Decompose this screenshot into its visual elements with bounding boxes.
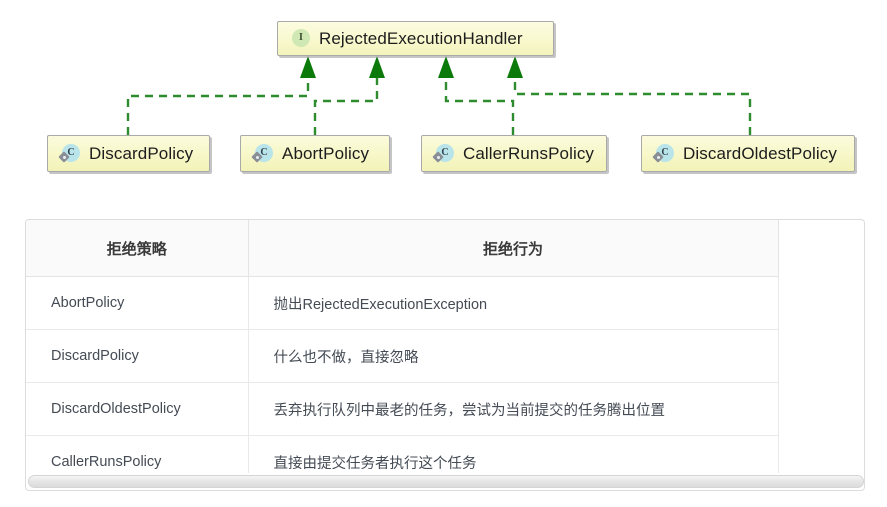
realization-arrowheads bbox=[300, 56, 523, 78]
cell-behavior: 什么也不做，直接忽略 bbox=[248, 329, 779, 383]
uml-class-diagram: I RejectedExecutionHandler C DiscardPoli… bbox=[0, 0, 887, 200]
class-icon: C bbox=[251, 143, 273, 164]
uml-node-label: AbortPolicy bbox=[282, 144, 370, 163]
uml-node-label: DiscardPolicy bbox=[89, 144, 194, 163]
scrollbar-thumb[interactable] bbox=[28, 474, 864, 488]
interface-icon: I bbox=[290, 28, 310, 49]
uml-connector-lines bbox=[126, 56, 752, 135]
table-row: DiscardOldestPolicy 丢弃执行队列中最老的任务，尝试为当前提交… bbox=[26, 382, 779, 436]
key-hole-glyph bbox=[256, 155, 259, 159]
class-icon: C bbox=[58, 143, 80, 164]
cell-behavior: 丢弃执行队列中最老的任务，尝试为当前提交的任务腾出位置 bbox=[248, 382, 779, 436]
uml-node-label: DiscardOldestPolicy bbox=[683, 144, 838, 163]
column-header-policy: 拒绝策略 bbox=[26, 220, 249, 277]
key-hole-glyph bbox=[437, 155, 440, 159]
cell-policy: DiscardPolicy bbox=[26, 329, 249, 383]
class-icon: C bbox=[432, 143, 454, 164]
policy-table-panel: 拒绝策略 拒绝行为 AbortPolicy 抛出RejectedExecutio… bbox=[25, 219, 865, 491]
uml-node-label: CallerRunsPolicy bbox=[463, 144, 595, 163]
cell-behavior: 抛出RejectedExecutionException bbox=[248, 276, 779, 330]
cell-policy: AbortPolicy bbox=[26, 276, 249, 330]
table-row: DiscardPolicy 什么也不做，直接忽略 bbox=[26, 329, 779, 383]
uml-node-caller-runs-policy[interactable]: C CallerRunsPolicy bbox=[421, 135, 607, 172]
uml-node-discard-oldest-policy[interactable]: C DiscardOldestPolicy bbox=[641, 135, 855, 172]
table-row: AbortPolicy 抛出RejectedExecutionException bbox=[26, 276, 779, 330]
rejection-policy-table: 拒绝策略 拒绝行为 AbortPolicy 抛出RejectedExecutio… bbox=[26, 220, 779, 488]
key-hole-glyph bbox=[63, 155, 66, 159]
uml-node-label: RejectedExecutionHandler bbox=[319, 29, 523, 48]
uml-node-discard-policy[interactable]: C DiscardPolicy bbox=[47, 135, 210, 172]
key-hole-glyph bbox=[657, 155, 660, 159]
class-icon: C bbox=[652, 143, 674, 164]
column-header-behavior: 拒绝行为 bbox=[248, 220, 779, 277]
horizontal-scrollbar[interactable] bbox=[27, 473, 864, 489]
uml-node-interface[interactable]: I RejectedExecutionHandler bbox=[277, 21, 554, 56]
cell-policy: DiscardOldestPolicy bbox=[26, 382, 249, 436]
uml-node-abort-policy[interactable]: C AbortPolicy bbox=[240, 135, 390, 172]
table-header-row: 拒绝策略 拒绝行为 bbox=[26, 220, 779, 277]
